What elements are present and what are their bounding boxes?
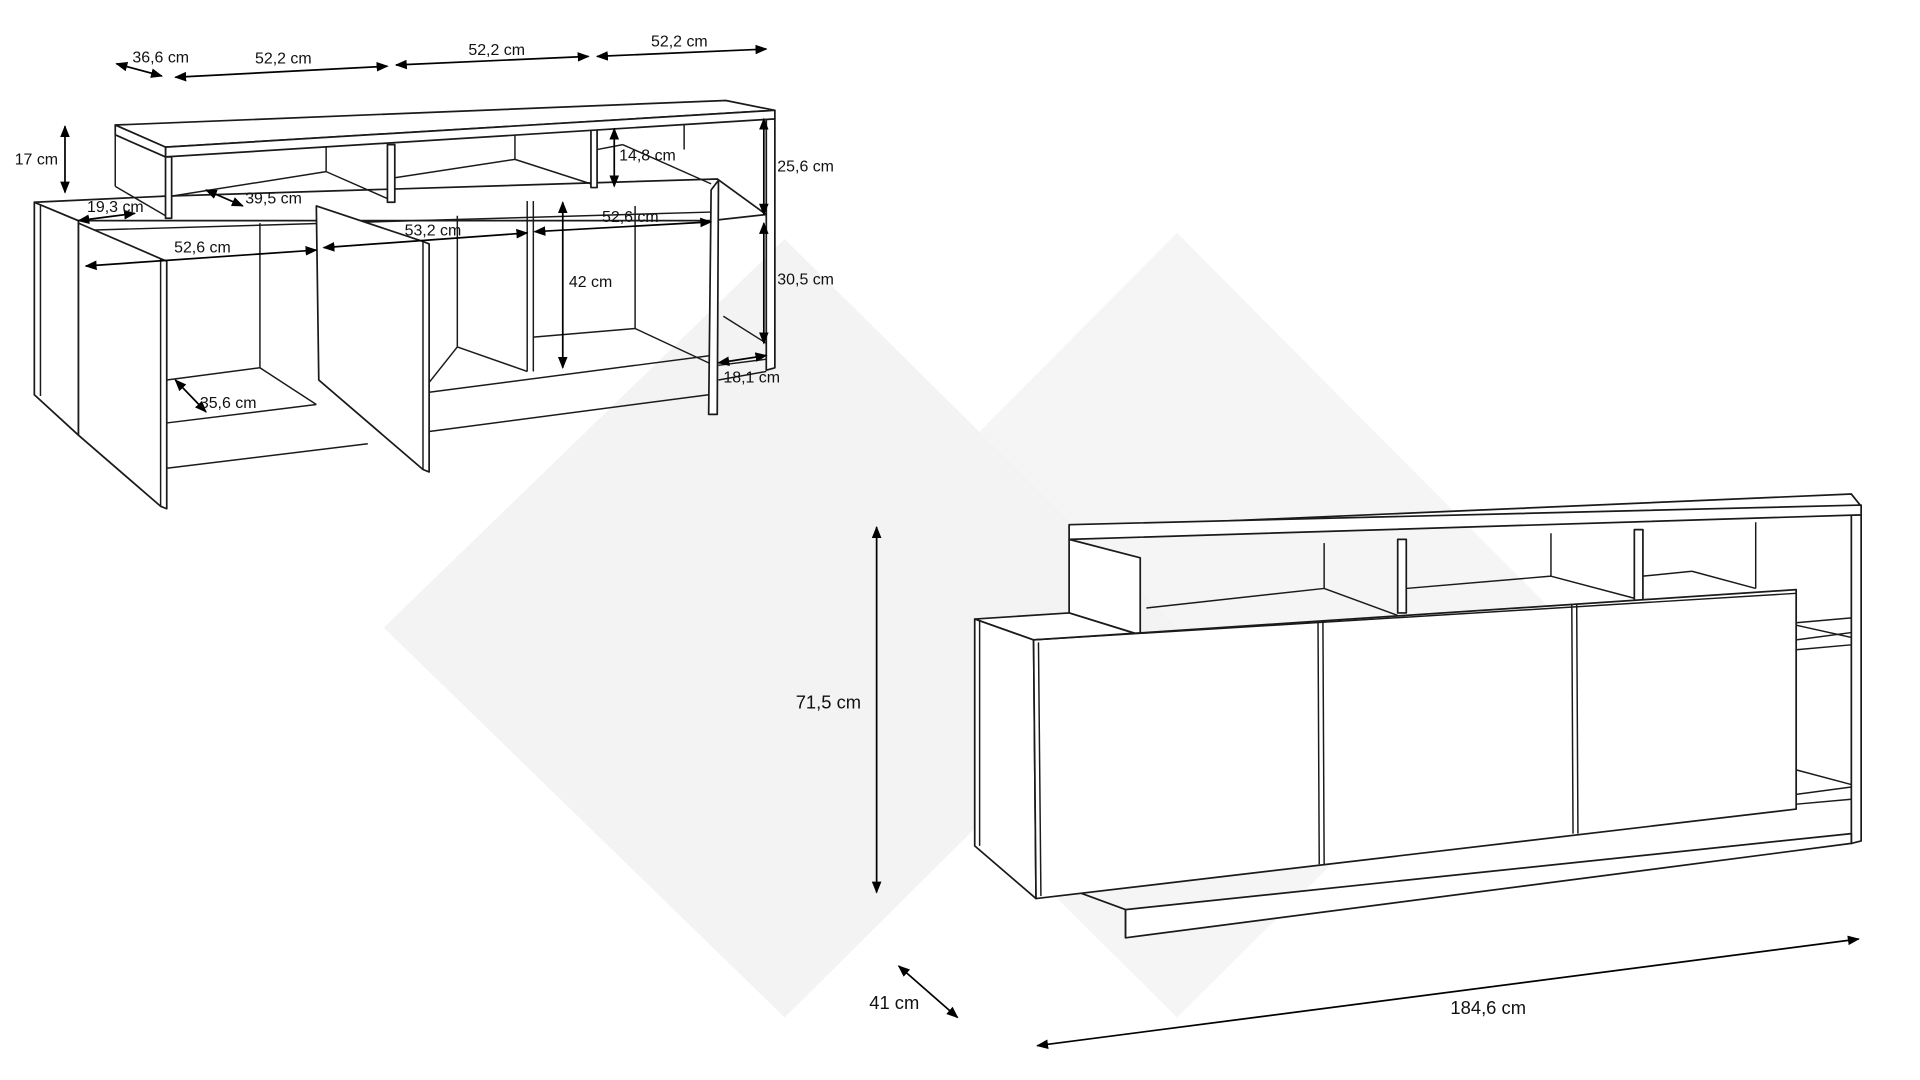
dim-width-left: 52,2 cm <box>255 51 312 68</box>
dim-width-middle: 52,2 cm <box>468 42 525 59</box>
dim-compartment-height: 42 cm <box>569 274 612 291</box>
dim-overall-width: 184,6 cm <box>1450 997 1526 1018</box>
dim-lower-right-height: 30,5 cm <box>777 271 834 288</box>
exploded-view-drawing <box>33 99 776 510</box>
overall-view-drawing <box>973 493 1863 939</box>
exploded-view-dimensions: 36,6 cm 52,2 cm 52,2 cm 52,2 cm 17 cm 14… <box>15 34 834 413</box>
dim-overall-depth: 41 cm <box>869 992 919 1013</box>
dim-width-right: 52,2 cm <box>651 34 708 51</box>
overall-view-dimensions: 71,5 cm 41 cm 184,6 cm <box>796 525 1860 1050</box>
dim-right-shelf-depth: 18,1 cm <box>723 369 780 386</box>
dim-upper-shelf-depth: 39,5 cm <box>245 190 302 207</box>
dim-right-compartment-width: 52,6 cm <box>602 209 659 226</box>
dim-bottom-shelf-depth: 35,6 cm <box>200 395 257 412</box>
dim-middle-compartment-width: 53,2 cm <box>405 222 462 239</box>
dim-top-height: 17 cm <box>15 151 58 168</box>
dim-upper-right-height: 25,6 cm <box>777 159 834 176</box>
dim-shelf-opening-height: 14,8 cm <box>619 148 676 165</box>
dim-depth-total: 36,6 cm <box>132 50 189 67</box>
dim-left-compartment-width: 52,6 cm <box>174 240 231 257</box>
dim-overall-height: 71,5 cm <box>796 692 861 713</box>
dim-side-shelf-depth: 19,3 cm <box>87 199 144 216</box>
middle-door <box>315 205 430 473</box>
right-door <box>707 179 720 416</box>
front-doors <box>1032 588 1798 900</box>
